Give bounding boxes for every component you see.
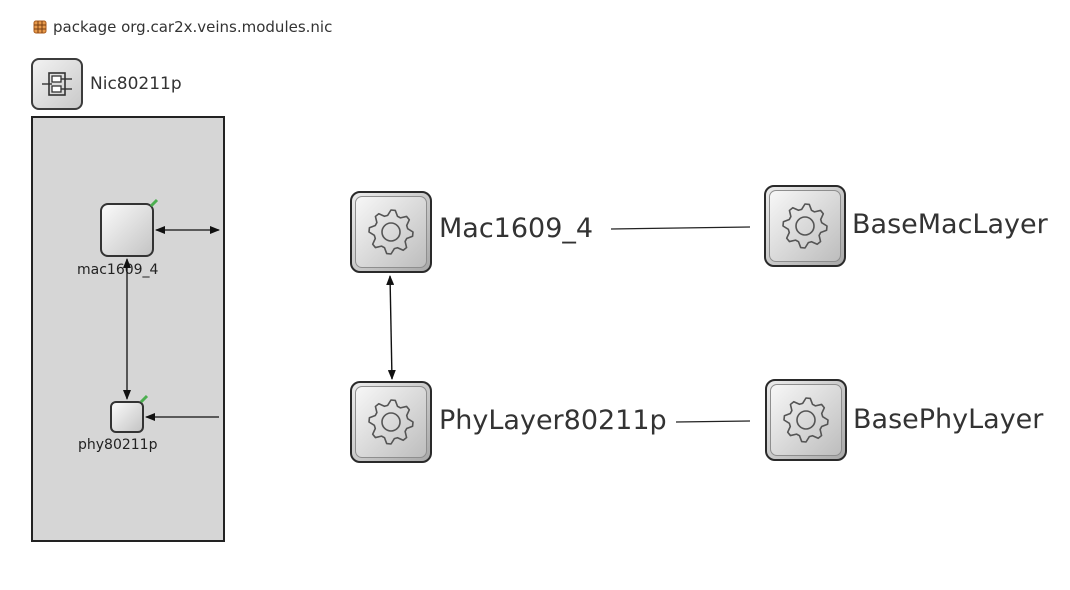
mac1609-4-module-icon[interactable] — [350, 191, 432, 273]
phylayer80211p-module-icon[interactable] — [350, 381, 432, 463]
gear-icon — [783, 397, 829, 443]
basephylayer-module-icon[interactable] — [765, 379, 847, 461]
mac-gate-marker — [149, 198, 159, 208]
package-icon — [33, 20, 47, 34]
submodule-mac1609-4[interactable] — [100, 203, 154, 257]
mac-phy-type-link — [386, 275, 396, 380]
package-header: package org.car2x.veins.modules.nic — [33, 17, 332, 37]
compound-module-icon[interactable] — [31, 58, 83, 110]
basemaclayer-module-icon[interactable] — [764, 185, 846, 267]
basemaclayer-name: BaseMacLayer — [852, 209, 1048, 240]
basephylayer-name: BasePhyLayer — [853, 404, 1044, 435]
submodule-mac1609-4-label: mac1609_4 — [77, 262, 159, 278]
compound-module-name: Nic80211p — [90, 74, 182, 94]
phylayer80211p-name: PhyLayer80211p — [439, 405, 667, 436]
compound-module-glyph — [42, 72, 72, 96]
phy-gate-marker — [139, 394, 149, 404]
gear-icon — [368, 399, 414, 445]
submodule-phy80211p[interactable] — [110, 401, 144, 433]
gear-icon — [368, 209, 414, 255]
phy-extends-line — [675, 420, 751, 423]
gear-icon — [782, 203, 828, 249]
package-name: package org.car2x.veins.modules.nic — [53, 18, 333, 36]
mac1609-4-name: Mac1609_4 — [439, 213, 594, 244]
mac-extends-line — [610, 226, 751, 230]
submodule-phy80211p-label: phy80211p — [78, 437, 158, 453]
